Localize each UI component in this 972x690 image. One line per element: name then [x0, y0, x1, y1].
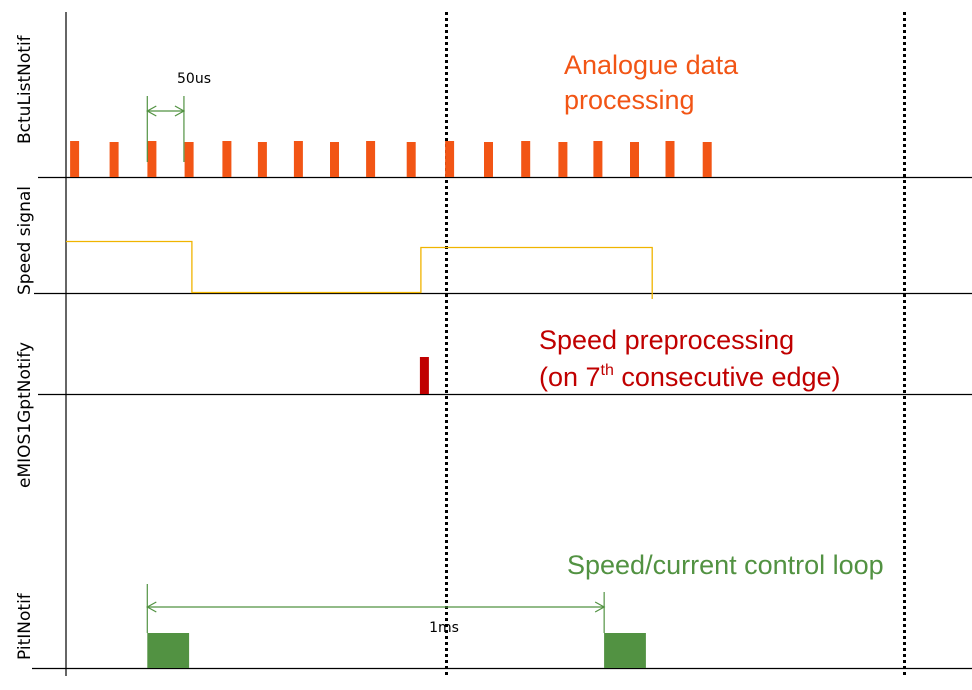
pit-event-block: [604, 633, 646, 668]
dimension-50us-arrowhead-end: [174, 105, 186, 117]
bctu-pulse: [366, 141, 376, 177]
dimension-1ms-arrowhead-start: [146, 601, 157, 613]
bctu-pulse: [521, 141, 531, 177]
bctu-pulse: [484, 142, 493, 177]
emios-event-marker: [419, 357, 429, 394]
bctu-pulse: [109, 142, 119, 177]
dimension-1ms-arrowhead-end: [594, 601, 606, 613]
bctu-pulse: [293, 141, 303, 177]
lane-label-speed-signal: Speed signal: [15, 186, 35, 295]
annotation-speed-line2-sup: th: [601, 362, 614, 379]
bctu-pulse: [558, 142, 568, 177]
bctu-pulse: [257, 142, 267, 177]
bctu-pulse: [630, 142, 639, 177]
annotation-speed-line2-post: consecutive edge): [614, 362, 841, 392]
annotation-speed-line2-pre: (on 7: [539, 362, 601, 392]
lane-label-pit: PitINotif: [15, 592, 35, 660]
dimension-label-50us: 50us: [177, 71, 211, 87]
bctu-pulse: [147, 141, 157, 177]
pit-event-block: [147, 633, 190, 668]
bctu-pulse: [665, 141, 675, 177]
annotation-control-loop: Speed/current control loop: [567, 550, 884, 580]
bctu-pulse: [406, 142, 416, 177]
bctu-pulse: [445, 141, 455, 177]
bctu-pulse: [184, 142, 194, 177]
annotation-speed-line2: (on 7th consecutive edge): [539, 362, 841, 392]
bctu-pulse: [222, 141, 232, 177]
bctu-pulse: [330, 142, 339, 177]
bctu-pulse: [702, 142, 712, 177]
annotation-analogue-line2: processing: [564, 85, 695, 115]
speed-signal-waveform: [66, 240, 653, 299]
bctu-pulse: [70, 141, 80, 177]
dimension-label-1ms: 1ms: [429, 620, 459, 636]
lane-label-bctu: BctuListNotif: [15, 34, 35, 144]
annotation-analogue-line1: Analogue data: [564, 50, 739, 80]
dimension-50us-arrowhead-start: [146, 105, 157, 117]
annotation-speed-line1: Speed preprocessing: [539, 325, 794, 355]
bctu-pulse: [593, 141, 603, 177]
lane-label-emios: eMIOS1GptNotify: [15, 342, 35, 488]
